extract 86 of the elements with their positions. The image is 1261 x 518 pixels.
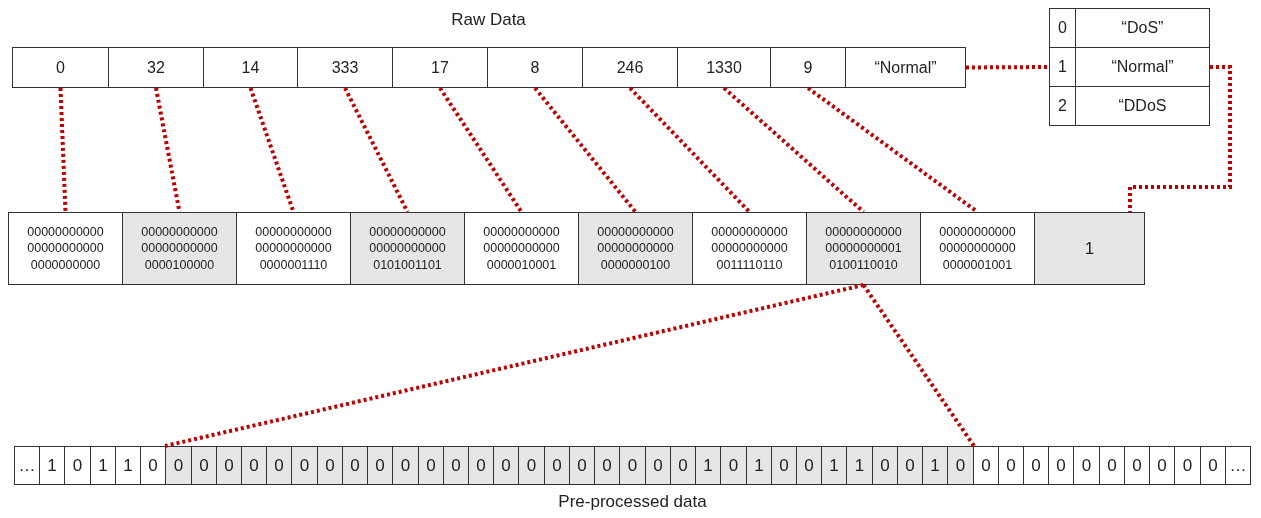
bit-cell: 0 (771, 446, 797, 485)
bit-cell: 0 (468, 446, 494, 485)
value-cell: 9 (770, 47, 846, 88)
dotted-connector (966, 65, 1049, 70)
binary-cell: 00000000000 00000000000 0000001110 (236, 212, 351, 285)
bit-cell: 1 (115, 446, 141, 485)
binary-cell: 00000000000 00000000000 0000001001 (920, 212, 1035, 285)
bit-cell: 0 (64, 446, 91, 485)
bit-cell: 0 (241, 446, 267, 485)
row-title: Raw Data (451, 10, 526, 30)
value-cell: 8 (487, 47, 583, 88)
dotted-connector (861, 283, 976, 448)
dotted-connector (438, 86, 524, 214)
bit-cell: 0 (796, 446, 822, 485)
bit-cell: 0 (1073, 446, 1100, 485)
bit-cell: 0 (493, 446, 519, 485)
bit-cell: 0 (518, 446, 545, 485)
bit-cell: 1 (39, 446, 65, 485)
bit-cell: 1 (821, 446, 847, 485)
bit-cell: … (1225, 446, 1251, 485)
bit-cell: 0 (367, 446, 393, 485)
bit-cell: 0 (443, 446, 469, 485)
bit-cell: 0 (569, 446, 595, 485)
bit-cell: 0 (947, 446, 974, 485)
binary-cell: 00000000000 00000000000 0000000000 (8, 212, 123, 285)
bit-cell: 0 (998, 446, 1024, 485)
bit-cell: 0 (544, 446, 570, 485)
binary-cell: 00000000000 00000000000 0000010001 (464, 212, 579, 285)
dotted-connector (533, 86, 638, 214)
label-cell: “DDoS (1075, 86, 1210, 126)
bit-cell: 0 (1048, 446, 1074, 485)
value-cell: 333 (297, 47, 393, 88)
label-cell: 1 (1034, 212, 1145, 285)
bit-cell: 1 (90, 446, 116, 485)
dotted-connector (343, 87, 410, 213)
bit-cell: 0 (1099, 446, 1125, 485)
bit-cell: 0 (973, 446, 999, 485)
binary-cell: 00000000000 00000000001 0100110010 (806, 212, 921, 285)
value-cell: 246 (582, 47, 678, 88)
dotted-connector (58, 87, 68, 213)
bit-cell: 0 (140, 446, 166, 485)
bit-cell: 0 (1023, 446, 1049, 485)
bit-cell: 0 (392, 446, 419, 485)
bit-cell: 0 (1200, 446, 1226, 485)
index-cell: 2 (1049, 86, 1076, 126)
bit-cell: 1 (846, 446, 873, 485)
bit-cell: 0 (291, 446, 318, 485)
binary-cell: 00000000000 00000000000 0101001101 (350, 212, 465, 285)
index-cell: 0 (1049, 8, 1076, 48)
bit-cell: … (14, 446, 40, 485)
bit-cell: 0 (165, 446, 192, 485)
dotted-connector (806, 86, 979, 214)
bit-cell: 0 (645, 446, 671, 485)
bit-cell: 0 (418, 446, 444, 485)
value-cell: 0 (12, 47, 109, 88)
bit-cell: 0 (720, 446, 747, 485)
bit-cell: 1 (695, 446, 721, 485)
bit-cell: 0 (266, 446, 292, 485)
row-title: Pre-processed data (558, 492, 707, 512)
binary-cell: 00000000000 00000000000 0011110110 (692, 212, 807, 285)
dotted-connector (628, 86, 751, 214)
value-cell: 32 (108, 47, 204, 88)
bit-cell: 0 (872, 446, 898, 485)
bit-cell: 0 (191, 446, 217, 485)
dotted-connector (722, 86, 865, 214)
bit-cell: 1 (746, 446, 772, 485)
bit-cell: 0 (1124, 446, 1150, 485)
value-cell: 1330 (677, 47, 771, 88)
value-cell: 17 (392, 47, 488, 88)
bit-cell: 0 (1174, 446, 1201, 485)
bit-cell: 0 (342, 446, 368, 485)
dotted-connector (164, 283, 864, 448)
binary-cell: 00000000000 00000000000 0000000100 (578, 212, 693, 285)
bit-cell: 0 (317, 446, 343, 485)
bit-cell: 1 (922, 446, 948, 485)
bit-cell: 0 (897, 446, 923, 485)
value-cell: “Normal” (845, 47, 966, 88)
bit-cell: 0 (216, 446, 242, 485)
bit-cell: 0 (619, 446, 646, 485)
value-cell: 14 (203, 47, 298, 88)
binary-cell: 00000000000 00000000000 0000100000 (122, 212, 237, 285)
bit-cell: 0 (594, 446, 620, 485)
bit-cell: 0 (1149, 446, 1175, 485)
label-cell: “DoS” (1075, 8, 1210, 48)
bit-cell: 0 (670, 446, 696, 485)
dotted-connector (248, 87, 296, 213)
